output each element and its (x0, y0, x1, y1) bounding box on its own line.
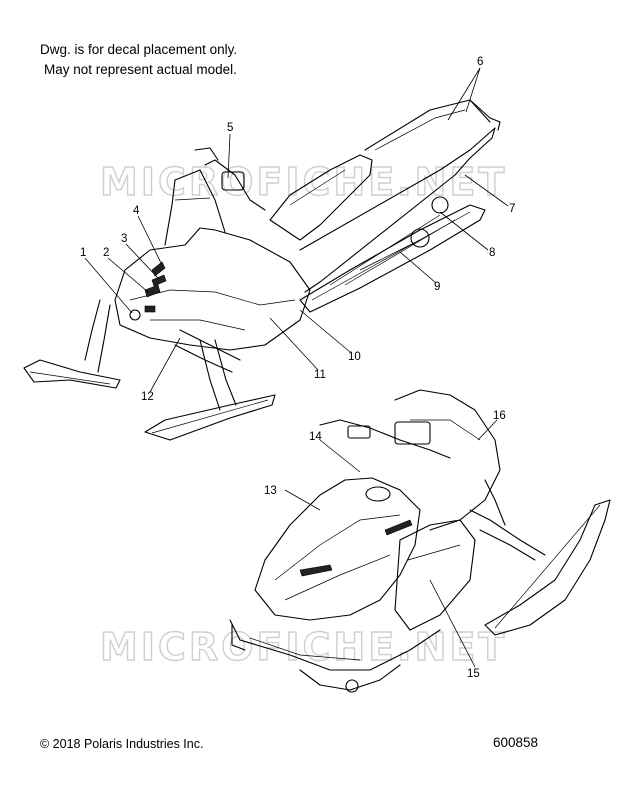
callout-13: 13 (264, 485, 277, 497)
callout-16: 16 (493, 410, 506, 422)
callout-9: 9 (434, 281, 440, 293)
snowmobile-side-view (23, 99, 501, 441)
callout-3: 3 (121, 233, 127, 245)
callout-12: 12 (141, 391, 154, 403)
note-line-1: Dwg. is for decal placement only. (40, 42, 238, 57)
callout-7: 7 (509, 203, 515, 215)
callout-5: 5 (227, 122, 233, 134)
callout-10: 10 (348, 351, 361, 363)
snowmobile-front-view (229, 389, 611, 693)
callout-15: 15 (467, 668, 480, 680)
callout-4: 4 (133, 205, 140, 217)
callout-8: 8 (489, 247, 495, 259)
callout-14: 14 (309, 431, 322, 443)
copyright-text: © 2018 Polaris Industries Inc. (40, 737, 204, 751)
callout-6: 6 (477, 56, 483, 68)
drawing-note: Dwg. is for decal placement only. May no… (40, 40, 237, 80)
note-line-2: May not represent actual model. (44, 62, 237, 77)
callout-1: 1 (80, 247, 86, 259)
leader-lines (84, 67, 509, 668)
callout-11: 11 (314, 369, 326, 381)
callout-numbers: 1 2 3 4 5 6 7 8 9 10 11 12 13 14 15 16 (80, 56, 515, 680)
drawing-number: 600858 (493, 735, 539, 750)
watermark-bottom: MICROFICHE.NET (100, 625, 507, 669)
callout-2: 2 (103, 247, 109, 259)
